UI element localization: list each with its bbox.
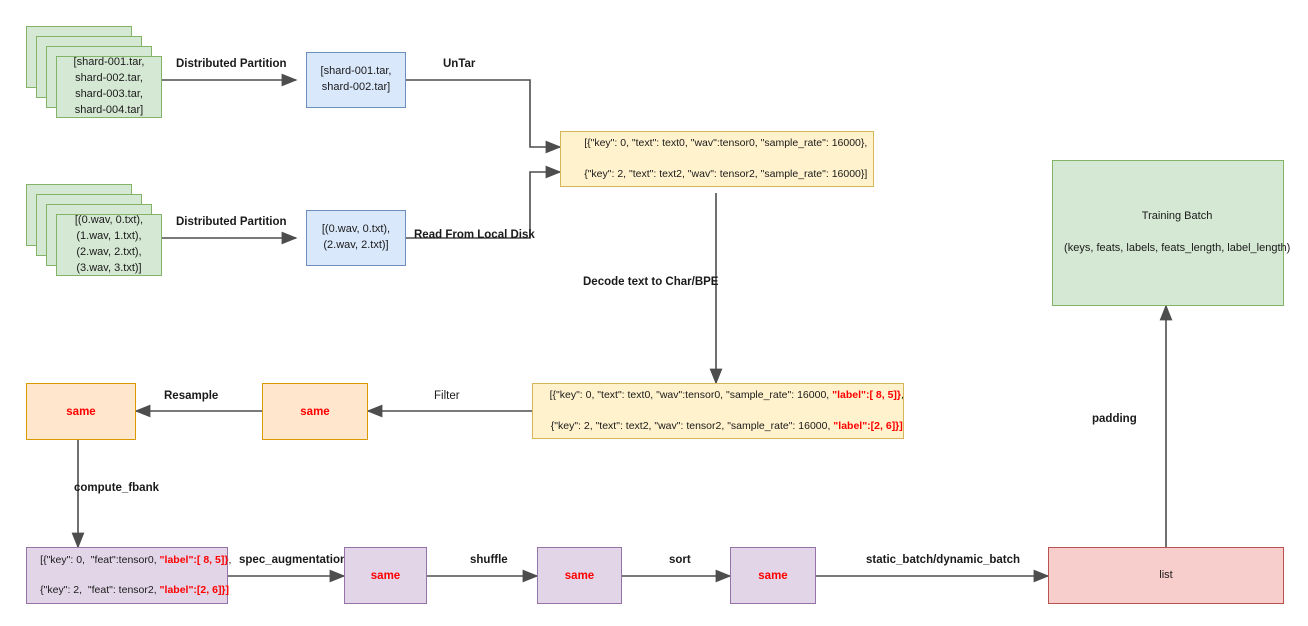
wav-partition-node[interactable]: [(0.wav, 0.txt),(2.wav, 2.txt)] [306,210,406,266]
edge-label-read-from-local-disk: Read From Local Disk [414,229,535,241]
shuffled-node[interactable]: same [537,547,622,604]
wav-partition-text: [(0.wav, 0.txt),(2.wav, 2.txt)] [321,223,391,251]
edge-label-static-dynamic-batch: static_batch/dynamic_batch [866,554,1021,566]
labeled-sample-node[interactable]: [{"key": 0, "text": text0, "wav":tensor0… [532,383,904,439]
batch-list-label: list [1159,568,1173,581]
raw-sample-line1: [{"key": 0, "text": text0, "wav":tensor0… [584,137,868,150]
edge-label-sort: sort [669,554,691,566]
edge-label-padding: padding [1092,413,1137,425]
shard-partition-text: [shard-001.tar,shard-002.tar] [320,65,392,93]
feat-sample-line2-label: "label":[2, 6]}] [159,584,230,597]
feat-sample-line2-pre: {"key": 2, "feat": tensor2, [40,584,160,597]
filtered-label: same [300,405,330,418]
edge-label-spec-augmentation: spec_augmentation [239,554,347,566]
edge-label-decode-text: Decode text to Char/BPE [583,276,719,288]
resampled-label: same [66,405,96,418]
shuffled-label: same [564,569,595,582]
filtered-node[interactable]: same [262,383,368,440]
shard-stack-text: [shard-001.tar,shard-002.tar,shard-003.t… [73,56,145,116]
edge-untar [406,79,562,154]
labeled-sample-line2-pre: {"key": 2, "text": text2, "wav": tensor2… [550,419,834,432]
raw-sample-line2: {"key": 2, "text": text2, "wav": tensor2… [584,167,868,180]
edge-read-from-local-disk [406,165,562,239]
raw-sample-node[interactable]: [{"key": 0, "text": text0, "wav":tensor0… [560,131,874,187]
labeled-sample-line2-label: "label":[2, 6]}] [833,419,903,432]
spec-aug-out-node[interactable]: same [344,547,427,604]
resampled-node[interactable]: same [26,383,136,440]
shard-partition-node[interactable]: [shard-001.tar,shard-002.tar] [306,52,406,108]
spec-aug-out-label: same [370,569,401,582]
feat-sample-line1-post: , [228,553,232,566]
sorted-node[interactable]: same [730,547,816,604]
feat-sample-line1-label: "label":[ 8, 5]} [159,553,229,566]
shard-stack-node[interactable]: [shard-001.tar,shard-002.tar,shard-003.t… [56,56,162,118]
feat-sample-line1-pre: [{"key": 0, "feat":tensor0, [40,553,160,566]
edge-label-untar: UnTar [443,58,476,70]
edge-label-distributed-partition-bottom: Distributed Partition [176,216,287,228]
labeled-sample-line1-label: "label":[ 8, 5]} [832,389,902,402]
wav-stack-text: [(0.wav, 0.txt),(1.wav, 1.txt),(2.wav, 2… [74,214,144,274]
labeled-sample-line1-pre: [{"key": 0, "text": text0, "wav":tensor0… [549,389,833,402]
batch-list-node[interactable]: list [1048,547,1284,604]
wav-stack-node[interactable]: [(0.wav, 0.txt),(1.wav, 1.txt),(2.wav, 2… [56,214,162,276]
edge-label-distributed-partition-top: Distributed Partition [176,58,287,70]
edge-label-resample: Resample [164,390,219,402]
edge-label-compute-fbank: compute_fbank [74,482,159,494]
edge-label-filter: Filter [434,390,460,402]
sorted-label: same [758,569,788,582]
training-batch-node[interactable]: Training Batch (keys, feats, labels, fea… [1052,160,1290,306]
labeled-sample-line1-post: , [901,389,904,402]
feat-sample-node[interactable]: [{"key": 0, "feat":tensor0, "label":[ 8,… [26,547,232,604]
edge-label-shuffle: shuffle [470,554,508,566]
training-batch-fields: (keys, feats, labels, feats_length, labe… [1064,241,1291,254]
training-batch-title: Training Batch [1141,210,1213,223]
